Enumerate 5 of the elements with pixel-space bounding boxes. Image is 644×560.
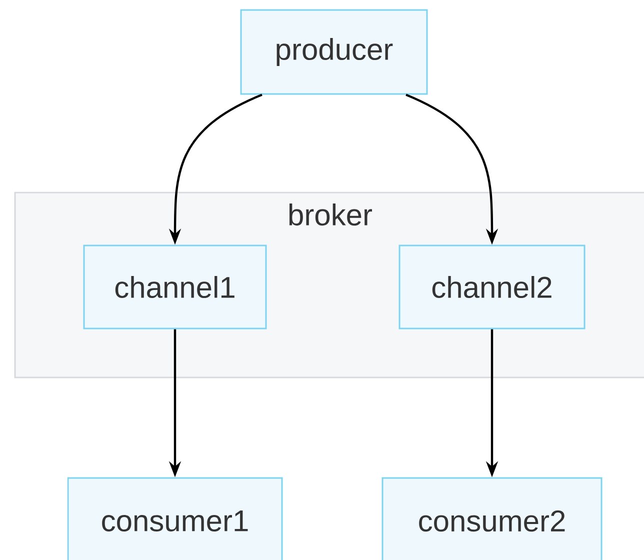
process-box: consumer1 <box>67 477 283 560</box>
process-box: consumer2 <box>382 477 602 560</box>
process-box: producer <box>240 9 428 95</box>
process-box: channel1 <box>83 244 267 330</box>
process-box: channel2 <box>398 244 586 330</box>
